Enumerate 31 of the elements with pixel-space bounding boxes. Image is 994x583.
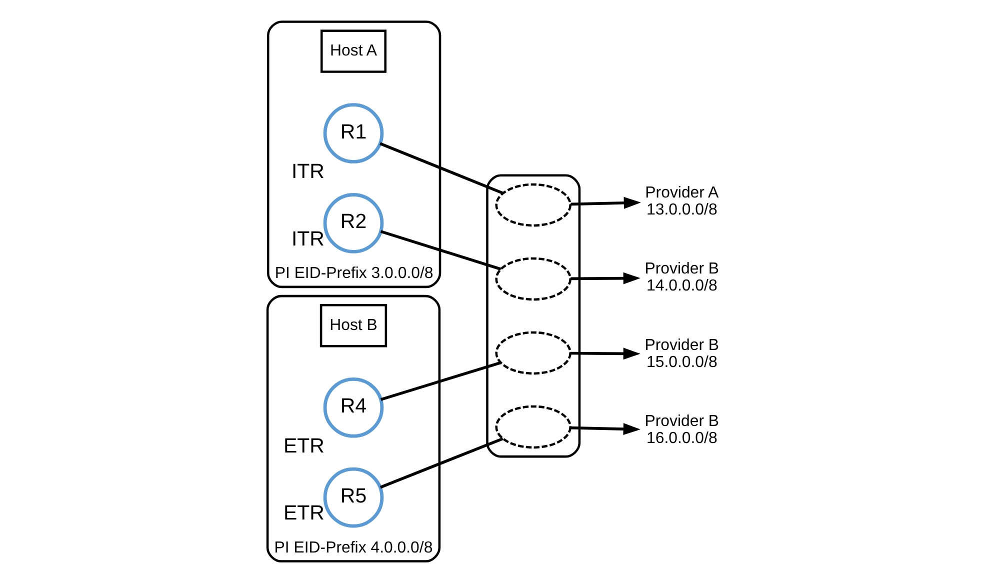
node-label: ETR — [282, 434, 324, 458]
node-text: Provider A 13.0.0.0/8 — [644, 184, 718, 218]
node-text: Provider B 16.0.0.0/8 — [644, 413, 719, 448]
arrow — [570, 272, 640, 284]
cluster — [266, 294, 440, 562]
node-label: PI EID-Prefix 3.0.0.0/8 — [274, 265, 433, 282]
connector — [380, 361, 500, 401]
connector — [380, 230, 501, 270]
node-text: Provider B 15.0.0.0/8 — [644, 336, 719, 371]
connector — [379, 437, 503, 489]
node-box: Host A — [320, 30, 386, 73]
node-circle: R2 — [322, 193, 384, 254]
node-label: ETR — [282, 502, 324, 525]
node-label: PI EID-Prefix 4.0.0.0/8 — [274, 539, 432, 556]
cluster — [266, 20, 441, 288]
node-cloud — [494, 331, 571, 375]
arrow — [570, 196, 640, 209]
node-circle: R4 — [322, 377, 384, 438]
node-label: ITR — [290, 227, 324, 250]
node-label: ITR — [290, 160, 324, 184]
node-box: Host B — [319, 304, 387, 348]
node-text: Provider B 14.0.0.0/8 — [644, 260, 719, 295]
arrow — [570, 348, 640, 360]
connector — [379, 142, 504, 194]
node-cloud — [494, 257, 571, 301]
node-circle: R5 — [322, 467, 384, 528]
node-cloud — [494, 183, 571, 227]
cluster — [486, 174, 580, 458]
node-cloud — [494, 405, 571, 449]
node-circle: R1 — [322, 103, 384, 164]
arrow — [570, 423, 640, 436]
